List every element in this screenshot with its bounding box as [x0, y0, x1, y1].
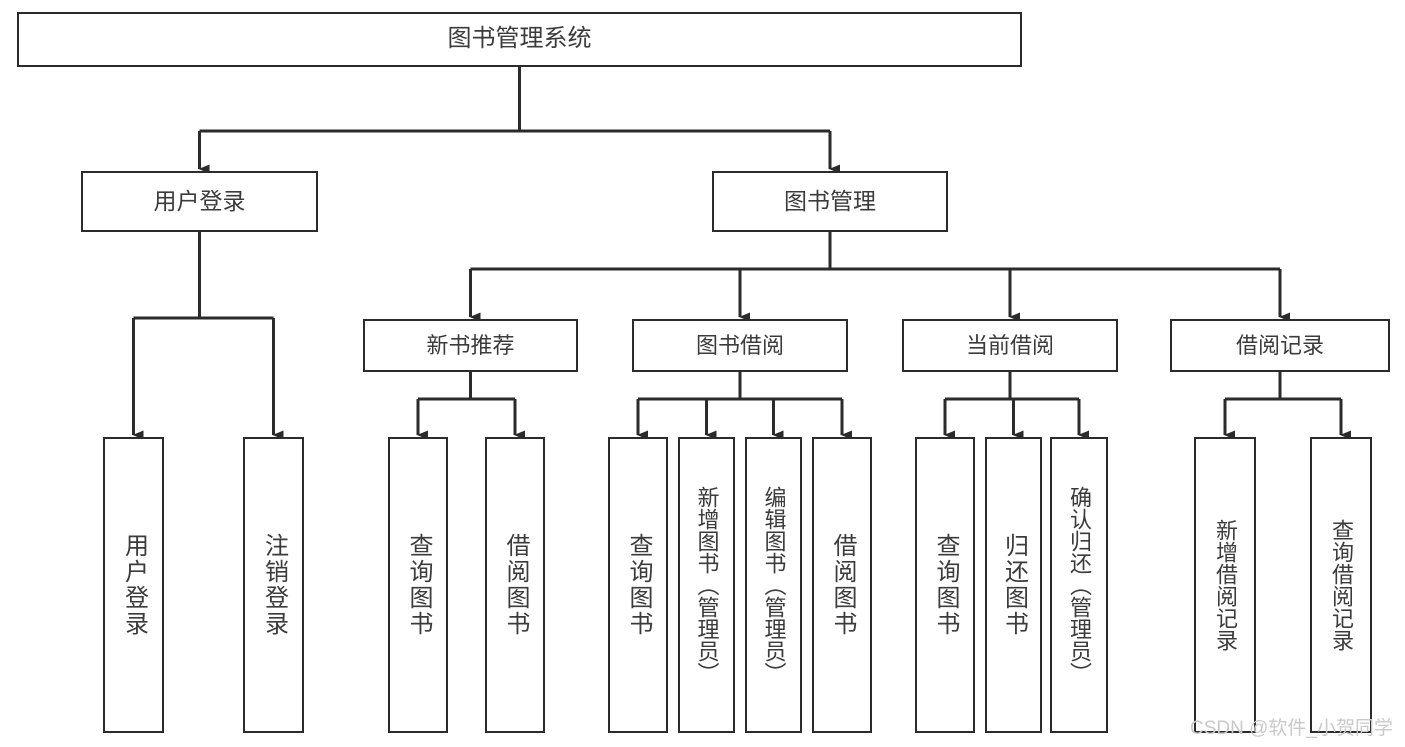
node-leaf-query-book-2: 查询图书 — [608, 437, 668, 733]
node-label: 新增图书（管理员） — [694, 486, 720, 684]
node-label: 图书管理系统 — [447, 25, 592, 53]
node-borrow-record: 借阅记录 — [1170, 319, 1390, 372]
node-new-book-recommend: 新书推荐 — [363, 319, 578, 372]
node-label: 查询借阅记录 — [1329, 519, 1354, 651]
node-leaf-add-record: 新增借阅记录 — [1194, 437, 1256, 733]
node-leaf-logout: 注销登录 — [243, 437, 304, 733]
node-label: 当前借阅 — [965, 332, 1054, 358]
node-leaf-borrow-book-1: 借阅图书 — [485, 437, 545, 733]
node-label: 借阅图书 — [829, 533, 856, 637]
node-leaf-add-book: 新增图书（管理员） — [678, 437, 735, 733]
node-book-manage: 图书管理 — [712, 171, 948, 232]
node-label: 新书推荐 — [426, 332, 515, 358]
node-label: 新增借阅记录 — [1213, 519, 1238, 651]
node-label: 用户登录 — [153, 187, 246, 214]
node-book-borrow: 图书借阅 — [632, 319, 848, 372]
node-label: 查询图书 — [405, 533, 432, 637]
node-label: 归还图书 — [1000, 533, 1028, 637]
node-label: 查询图书 — [932, 533, 959, 637]
node-leaf-user-login: 用户登录 — [103, 437, 164, 733]
node-leaf-query-record: 查询借阅记录 — [1310, 437, 1372, 733]
node-label: 借阅图书 — [502, 533, 529, 637]
node-label: 编辑图书（管理员） — [761, 486, 787, 684]
node-label: 图书管理 — [784, 187, 876, 214]
node-label: 注销登录 — [260, 533, 288, 637]
node-label: 图书借阅 — [695, 332, 784, 358]
node-root: 图书管理系统 — [17, 12, 1022, 67]
node-label: 借阅记录 — [1235, 332, 1324, 358]
node-leaf-query-book-1: 查询图书 — [388, 437, 448, 733]
node-label: 确认归还（管理员） — [1067, 486, 1092, 684]
node-label: 用户登录 — [120, 533, 148, 637]
node-leaf-borrow-book-2: 借阅图书 — [812, 437, 872, 733]
node-leaf-query-book-3: 查询图书 — [915, 437, 975, 733]
node-leaf-edit-book: 编辑图书（管理员） — [745, 437, 802, 733]
node-label: 查询图书 — [625, 533, 652, 637]
node-current-borrow: 当前借阅 — [902, 319, 1118, 372]
node-leaf-confirm-return: 确认归还（管理员） — [1050, 437, 1108, 733]
node-leaf-return-book: 归还图书 — [985, 437, 1042, 733]
node-user-login: 用户登录 — [81, 171, 318, 232]
